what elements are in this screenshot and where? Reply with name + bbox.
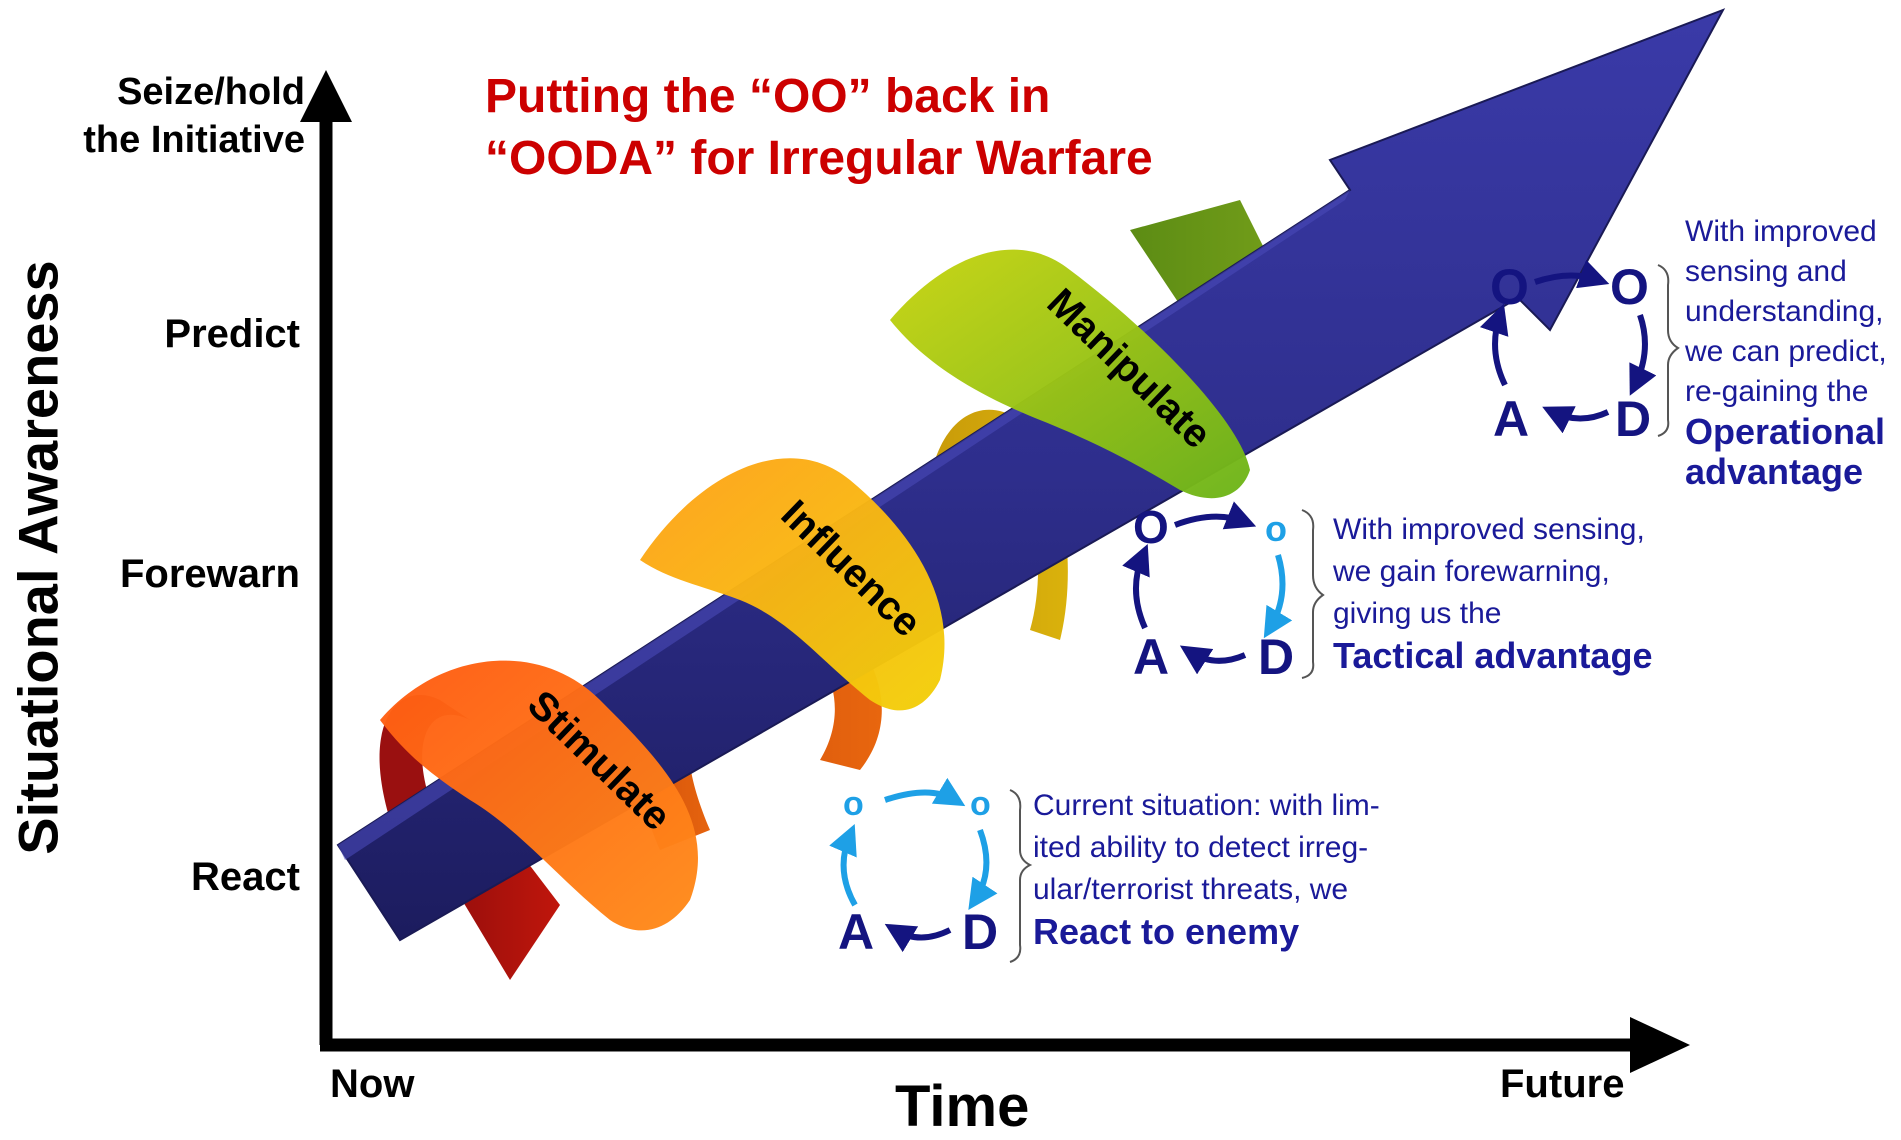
- loop3-act-letter: A: [1493, 391, 1530, 447]
- loop3-note-line: sensing and: [1685, 255, 1847, 288]
- title-line-1: Putting the “OO” back in: [485, 70, 1051, 123]
- loop1-note-line: ular/terrorist threats, we: [1033, 873, 1349, 906]
- y-top-label-line-2: the Initiative: [83, 119, 305, 161]
- loop3-arrow-right: [1629, 314, 1657, 396]
- loop2-arrow-left: [1122, 543, 1150, 630]
- loop1-note-line: ited ability to detect irreg-: [1033, 831, 1369, 864]
- loop3-observe-letter: O: [1490, 259, 1529, 315]
- loop3-arrow-right-left: [1479, 303, 1509, 387]
- loop1-arrow-top: [884, 777, 966, 807]
- loop2-arrow-bottom: [1179, 645, 1247, 675]
- loop2-arrow-top: [1173, 501, 1257, 530]
- ooda-loop-predict: [1479, 259, 1680, 437]
- ooda-loop-react: [829, 777, 1033, 963]
- title-line-2: “OODA” for Irregular Warfare: [485, 132, 1153, 185]
- loop2-act-letter: A: [1133, 629, 1170, 685]
- loop1-bracket: [1009, 789, 1033, 963]
- y-axis-arrowhead: [300, 70, 352, 122]
- y-top-label-line-1: Seize/hold: [117, 71, 305, 113]
- loop2-decide-letter: D: [1258, 629, 1295, 685]
- loop3-arrow-bottom: [1542, 406, 1610, 434]
- loop3-note-line: re-gaining the: [1685, 375, 1869, 408]
- x-axis-end-label: Future: [1500, 1062, 1625, 1106]
- loop2-bracket: [1301, 509, 1325, 679]
- loop2-note-line: we gain forewarning,: [1333, 555, 1610, 588]
- loop1-decide-letter: D: [962, 904, 999, 960]
- axes: [300, 70, 1690, 1073]
- loop2-arrow-right: [1263, 554, 1293, 639]
- ribbon-influence: [640, 458, 945, 711]
- y-level-forewarn: Forewarn: [119, 552, 300, 596]
- loop2-note: With improved sensing, we gain forewarni…: [1333, 509, 1652, 677]
- y-axis-title: Situational Awareness: [6, 260, 70, 855]
- loop3-note-emphasis: Operational: [1685, 411, 1886, 452]
- loop3-note-line: we can predict,: [1685, 335, 1887, 368]
- diagram-title: Putting the “OO” back in “OODA” for Irre…: [485, 66, 1153, 190]
- ribbon-front: [380, 249, 1250, 931]
- loop1-observe-letter: o: [843, 785, 864, 823]
- x-axis-start-label: Now: [330, 1062, 415, 1106]
- loop1-arrow-right: [968, 828, 998, 910]
- x-axis-arrowhead: [1630, 1017, 1690, 1073]
- loop3-orient-letter: O: [1610, 259, 1649, 315]
- loop3-note-line: With improved: [1685, 215, 1877, 248]
- loop1-arrow-bottom: [884, 923, 952, 953]
- ribbon-stimulate: [380, 660, 698, 931]
- y-level-predict: Predict: [164, 312, 300, 356]
- loop1-orient-letter: o: [970, 785, 991, 823]
- loop1-act-letter: A: [838, 904, 875, 960]
- loop3-bracket: [1657, 264, 1680, 437]
- loop1-note-line: Current situation: with lim-: [1033, 789, 1380, 822]
- y-axis-top-label: Seize/hold the Initiative: [60, 68, 305, 164]
- x-axis-title: Time: [895, 1074, 1030, 1139]
- loop1-note: Current situation: with lim- ited abilit…: [1033, 785, 1380, 953]
- loop3-note-line: understanding,: [1685, 295, 1884, 328]
- loop3-note-emphasis: advantage: [1685, 451, 1864, 492]
- ooda-loop-forewarn: [1122, 501, 1325, 679]
- loop2-note-emphasis: Tactical advantage: [1333, 635, 1653, 676]
- y-level-react: React: [191, 855, 300, 899]
- loop2-orient-letter: o: [1265, 508, 1287, 549]
- loop2-observe-letter: O: [1133, 501, 1169, 553]
- loop1-arrow-left: [829, 823, 858, 907]
- loop1-note-emphasis: React to enemy: [1033, 911, 1300, 952]
- ribbon-manipulate: [890, 249, 1250, 499]
- loop3-arrow-top: [1534, 259, 1610, 289]
- loop3-decide-letter: D: [1615, 391, 1652, 447]
- loop2-note-line: giving us the: [1333, 597, 1502, 630]
- loop2-note-line: With improved sensing,: [1333, 513, 1645, 546]
- loop3-note: With improved sensing and understanding,…: [1685, 212, 1887, 492]
